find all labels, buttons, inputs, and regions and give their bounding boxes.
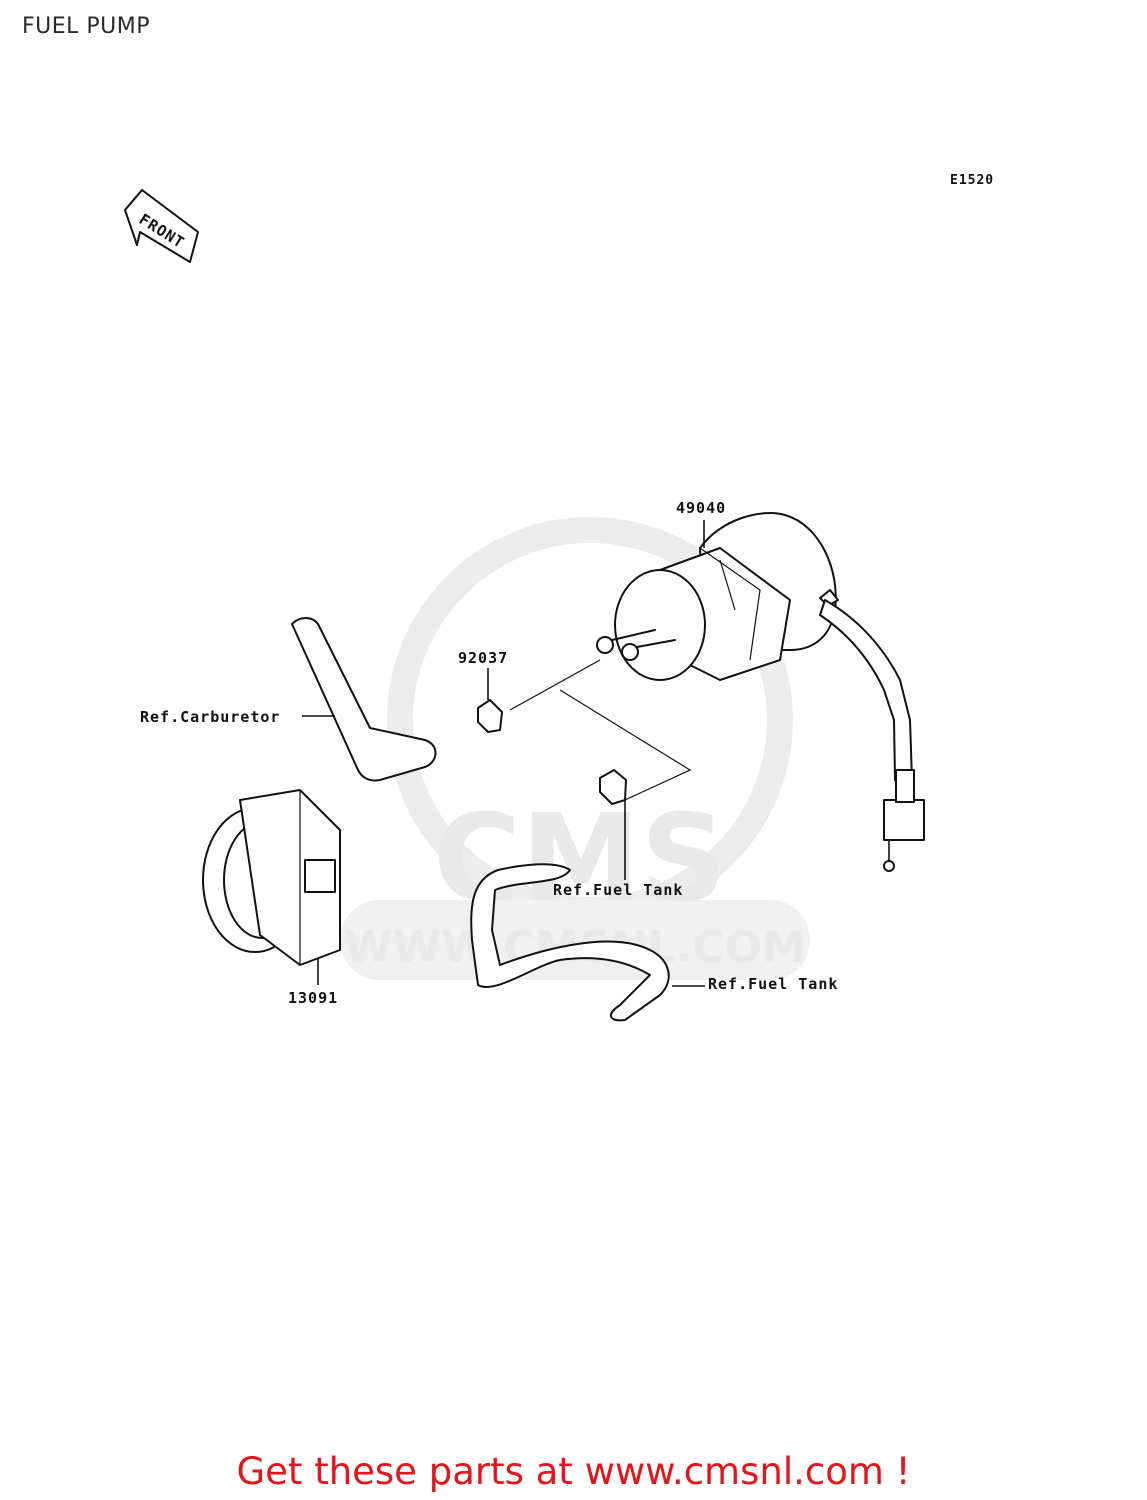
promo-link[interactable]: Get these parts at www.cmsnl.com !	[236, 1450, 911, 1493]
ref-fuel-tank-label-1: Ref.Fuel Tank	[553, 881, 683, 899]
carburetor-hose-icon	[291, 617, 437, 782]
ref-carburetor-label: Ref.Carburetor	[140, 708, 280, 726]
front-arrow-icon: FRONT	[124, 189, 199, 263]
fuel-pump-icon	[596, 512, 839, 681]
wire-harness-icon	[819, 599, 925, 872]
parts-diagram: CMS WWW.CMSNL.COM E1520 FRONT	[124, 173, 994, 1022]
part-number-hose-clamp: 92037	[458, 649, 508, 667]
hose-clamp-icon	[477, 699, 503, 733]
part-number-bracket: 13091	[288, 989, 338, 1007]
watermark: CMS WWW.CMSNL.COM	[340, 517, 810, 980]
diagram-code: E1520	[950, 173, 994, 188]
pump-bracket-icon	[202, 789, 341, 966]
page-title: FUEL PUMP	[22, 14, 151, 39]
ref-fuel-tank-label-2: Ref.Fuel Tank	[708, 975, 838, 993]
fuel-tank-hose-icon	[470, 863, 670, 1022]
part-number-fuel-pump: 49040	[676, 499, 726, 517]
